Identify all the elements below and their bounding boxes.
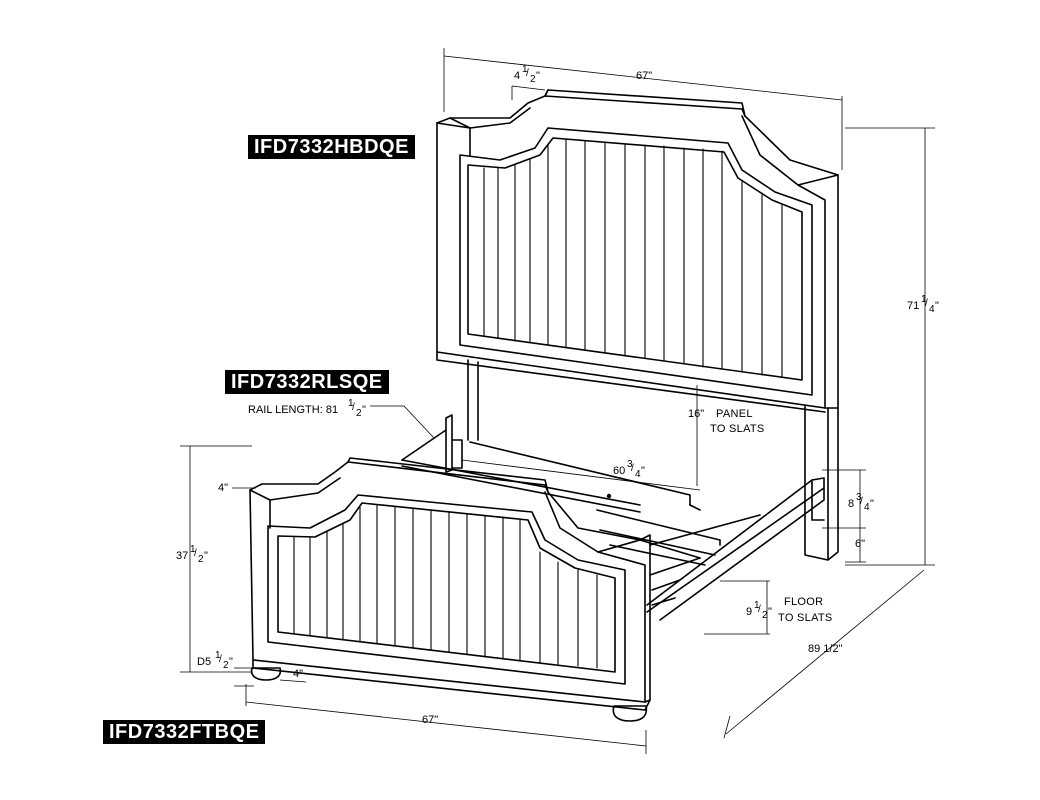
dim-total-height-unit: " — [935, 300, 939, 312]
note-panel-line1: PANEL — [716, 408, 753, 420]
dim-floor-to-slats-den: 2 — [762, 610, 768, 621]
dim-total-length: 89 1/2" — [808, 643, 843, 655]
dim-total-height-whole: 71 — [907, 300, 920, 312]
dim-headboard-crown: 4 1 / 2 " — [514, 64, 544, 86]
dim-footboard-crown: 4" — [218, 482, 229, 494]
dim-floor-to-slats-unit: " — [768, 606, 772, 618]
dim-inner-width-slash: / — [631, 463, 634, 474]
dim-headboard-crown-num: 1 — [522, 64, 528, 75]
dim-total-height-num: 1 — [921, 294, 927, 305]
dim-rail-height-unit: " — [870, 498, 874, 510]
headboard — [437, 90, 838, 560]
dim-footboard-height-slash: / — [194, 548, 197, 559]
dim-total-height-den: 4 — [929, 304, 935, 315]
dim-footboard-height: 37 1 / 2 " — [176, 544, 210, 566]
foot-left — [252, 668, 281, 680]
footboard — [250, 458, 650, 721]
dim-panel-to-slats: 16" — [688, 408, 705, 420]
foot-right — [613, 706, 646, 721]
dim-inner-width-num: 3 — [627, 459, 633, 470]
dim-rail-length-slash: / — [352, 402, 355, 413]
headboard-label: IFD7332HBDQE — [248, 135, 415, 159]
note-floor-line1: FLOOR — [784, 596, 824, 608]
dim-rail-height-whole: 8 — [848, 498, 855, 510]
dim-rail-length-num: 1 — [348, 398, 354, 409]
dim-rail-clearance: 6" — [855, 538, 866, 550]
dim-inner-width-den: 4 — [635, 469, 641, 480]
dim-rail-height-den: 4 — [864, 502, 870, 513]
dim-inner-width: 60 3 / 4 " — [613, 459, 647, 481]
dim-headboard-width: 67" — [636, 70, 653, 82]
dim-rail-length-den: 2 — [356, 408, 362, 419]
dim-foot-height: 4" — [293, 668, 304, 680]
dim-floor-to-slats-whole: 9 — [746, 606, 753, 618]
footboard-label: IFD7332FTBQE — [103, 720, 266, 744]
dim-total-height-slash: / — [925, 298, 928, 309]
dim-headboard-crown-unit: " — [536, 70, 540, 82]
side-rails — [402, 415, 824, 620]
dim-footboard-width: 67" — [422, 714, 439, 726]
rails-label: IFD7332RLSQE — [225, 370, 389, 394]
dim-foot-diameter-unit: " — [229, 656, 233, 668]
dim-foot-diameter: D5 1 / 2 " — [197, 650, 237, 672]
dim-headboard-crown-slash: / — [526, 68, 529, 79]
dim-floor-to-slats-slash: / — [758, 604, 761, 615]
dim-foot-diameter-text: D5 — [197, 656, 212, 668]
dim-foot-diameter-den: 2 — [223, 660, 229, 671]
dim-headboard-crown-whole: 4 — [514, 70, 521, 82]
dim-foot-diameter-slash: / — [219, 654, 222, 665]
dim-inner-width-whole: 60 — [613, 465, 626, 477]
dim-rail-height-num: 3 — [856, 492, 862, 503]
note-floor-line2: TO SLATS — [778, 612, 833, 624]
dim-footboard-height-unit: " — [204, 550, 208, 562]
dim-total-height: 71 1 / 4 " — [907, 294, 941, 316]
dim-footboard-height-den: 2 — [198, 554, 204, 565]
dim-rail-length-text: RAIL LENGTH: 81 — [248, 404, 339, 416]
dim-floor-to-slats: 9 1 / 2 " — [746, 600, 776, 622]
dim-headboard-crown-den: 2 — [530, 74, 536, 85]
headboard-outer — [437, 96, 838, 408]
dim-footboard-height-num: 1 — [190, 544, 196, 555]
dim-rail-length-unit: " — [362, 404, 366, 416]
note-panel-line2: TO SLATS — [710, 423, 765, 435]
dim-floor-to-slats-num: 1 — [754, 600, 760, 611]
dim-inner-width-unit: " — [641, 465, 645, 477]
dim-footboard-height-whole: 37 — [176, 550, 189, 562]
dim-rail-height-slash: / — [860, 496, 863, 507]
dim-rail-length: RAIL LENGTH: 81 1 / 2 " — [248, 398, 378, 420]
dim-foot-diameter-num: 1 — [215, 650, 221, 661]
dim-rail-height: 8 3 / 4 " — [848, 492, 878, 514]
